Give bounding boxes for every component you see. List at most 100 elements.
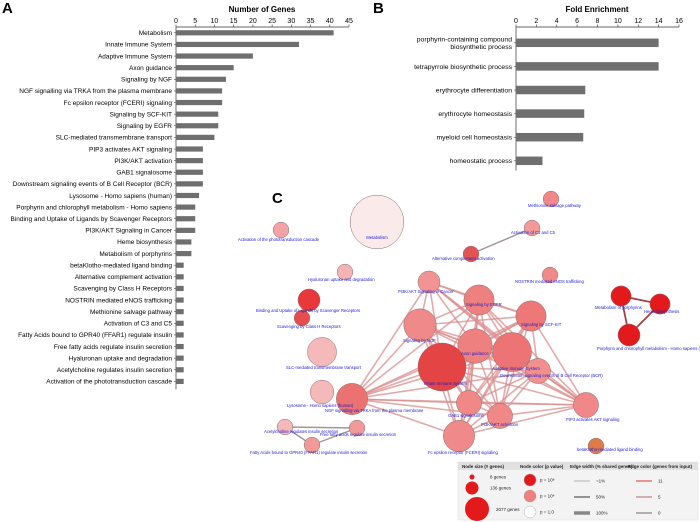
network-node [610,285,632,307]
legend-edgecolor-mid: 5 [658,495,661,500]
network-node [336,383,368,415]
network-node-label: PI3K/AKT activation [481,422,519,427]
category-label-line: Porphyrin and chlorophyll metabolism - H… [16,204,172,211]
category-label-line: Lysosome - Homo sapiens (human) [69,193,172,200]
category-label-line: PI3K/AKT activation [114,158,172,165]
network-node-label: PI3K/AKT Signaling in Cancer [398,289,454,294]
bar [176,30,334,36]
category-label: Activation of the phototransduction casc… [46,379,172,386]
category-label: Activation of C3 and C5 [104,321,173,328]
network-node [587,437,605,455]
network-node [463,284,495,316]
category-label: homeostatic process [450,158,513,165]
network-node [417,270,441,294]
network-node [348,419,366,437]
category-label-line: Metabolism of porphyrins [99,251,172,258]
network-node-label: Downstream signaling events of B Cell Re… [500,373,603,378]
network-node-label: Lysosome - Homo sapiens (human) [287,403,354,408]
bar [176,76,226,82]
network-node [541,266,559,284]
category-label-line: Axon guidance [129,65,172,72]
bar [176,227,196,233]
category-label: NGF signalling via TRKA from the plasma … [19,88,172,95]
category-label: GAB1 signalosome [116,170,172,177]
bar [176,169,203,175]
bar [516,132,584,142]
bar [176,320,184,326]
network-node [276,418,294,436]
network-node-label: Adaptive Immune System [492,366,540,371]
network-node-label: Porphyrin and chlorophyll metabolism - H… [597,346,700,351]
network-node-label: NOSTRIN mediated eNOS trafficking [515,279,584,284]
category-label-line: PIP3 activates AKT signaling [89,146,172,153]
category-label: Signaling by EGFR [117,123,173,130]
x-tick-label: 45 [345,18,353,25]
bar [176,181,203,187]
legend-color-swatch-low [523,505,537,519]
network-node-label: Activation of the phototransduction casc… [238,237,320,242]
network-node-labels: Metabolism Activation of the phototransdu… [238,203,700,455]
network-node [523,219,541,237]
bar [176,216,196,222]
x-tick-label: 8 [596,18,600,25]
network-node-label: Hyaluronan uptake and degradation [308,277,375,282]
network-node [457,328,493,364]
panel-b-label: B [373,0,384,17]
category-label-line: Activation of C3 and C5 [104,321,173,328]
legend-width-thin: ~1% [596,479,605,484]
category-label: Metabolism of porphyrins [99,251,172,258]
category-label: Signaling by SCF-KIT [110,111,173,118]
network-node-label: Metabolism [366,235,388,240]
legend-size-large: 2077 genes [496,507,520,512]
bar [176,65,234,71]
category-label-line: Scavenging by Class H Receptors [73,286,172,293]
panel-c-label: C [272,190,283,207]
category-label: Free fatty acids regulate insulin secret… [54,344,173,351]
category-label: erythrocyte differentiation [436,87,512,94]
network-node [542,190,560,208]
legend-color-high: p = 10⁸ [540,478,555,483]
network-node-label: Free fatty acids regulate insulin secret… [320,432,397,437]
bar [516,85,586,95]
legend-color-mid: p = 10⁴ [540,494,555,499]
category-label-line: Acetylcholine regulates insulin secretio… [57,367,173,374]
category-label-line: Methionine salvage pathway [90,309,173,316]
category-label: SLC-mediated transmembrane transport [56,135,173,142]
category-label: Porphyrin and chlorophyll metabolism - H… [16,204,172,211]
category-label: Methionine salvage pathway [90,309,173,316]
category-label-line: Activation of the phototransduction casc… [46,379,172,386]
category-label: Axon guidance [129,65,172,72]
legend-size-small: 8 genes [490,475,507,480]
bar [176,239,192,245]
category-label-line: GAB1 signalosome [116,170,172,177]
x-tick-label: 30 [287,18,295,25]
bar [176,343,184,350]
network-node [617,323,641,347]
legend-size-swatch-medium [465,481,479,495]
x-tick-label: 40 [326,18,334,25]
network-node [456,390,482,416]
legend-edgecolor-title: Edge color (genes from input) [628,464,693,469]
legend-background [457,461,699,521]
network-node-label: NGF signalling via TRKA from the plasma … [325,408,424,413]
x-tick-label: 14 [655,18,663,25]
category-label: Fc epsilon receptor (FCERI) signaling [64,100,173,107]
network-nodes [272,190,671,455]
network-node-label: Binding and Uptake of Ligands by Scaveng… [256,308,360,313]
network-edge [419,315,532,326]
category-label-line: betaKlotho-mediated ligand binding [70,262,172,269]
network-edge [351,281,430,400]
x-tick-label: 5 [193,18,197,25]
x-tick-label: 0 [174,18,178,25]
category-label: PIP3 activates AKT signaling [89,146,172,153]
category-label-line: erythrocyte homeostasis [438,111,512,118]
panel-b-title: Fold Enrichment [565,5,628,14]
category-label-line: Signaling by SCF-KIT [110,111,173,118]
bar [176,123,219,129]
x-tick-label: 16 [675,18,683,25]
